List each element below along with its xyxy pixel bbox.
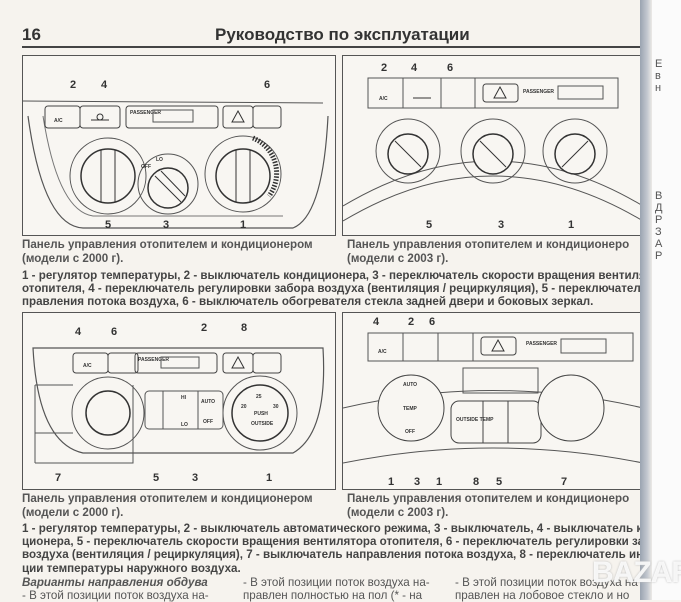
auto-button-label: AUTO bbox=[403, 382, 417, 388]
page-number: 16 bbox=[22, 25, 41, 44]
callout-7: 7 bbox=[561, 476, 567, 488]
lo-label: LO bbox=[181, 422, 188, 428]
next-page-fragment: Р bbox=[655, 214, 663, 226]
temp-label: TEMP bbox=[403, 406, 418, 412]
callout-4: 4 bbox=[373, 316, 380, 328]
callout-1: 1 bbox=[388, 476, 394, 488]
next-page-fragment: н bbox=[655, 82, 662, 94]
callout-2: 2 bbox=[381, 62, 387, 74]
callout-3: 3 bbox=[414, 476, 420, 488]
callout-8: 8 bbox=[241, 322, 247, 334]
callout-8: 8 bbox=[473, 476, 479, 488]
callout-1: 1 bbox=[568, 219, 574, 231]
push-label: PUSH bbox=[254, 411, 268, 417]
watermark: BAZAR bbox=[592, 556, 681, 589]
next-page-fragment: в bbox=[655, 70, 661, 82]
next-page-fragment: А bbox=[655, 238, 663, 250]
gauge-30: 30 bbox=[273, 404, 279, 410]
next-page-fragment: З bbox=[655, 226, 662, 238]
callout-2: 2 bbox=[201, 322, 207, 334]
next-page-fragment: Р bbox=[655, 250, 663, 262]
callout-2: 2 bbox=[408, 316, 414, 328]
off-button-label: OFF bbox=[203, 419, 213, 425]
caption-2000-climate: Панель управления отопителем и кондицион… bbox=[22, 492, 313, 519]
caption-2003-climate: Панель управления отопителем и кондицион… bbox=[347, 492, 630, 519]
callout-4: 4 bbox=[411, 62, 418, 74]
header-rule bbox=[22, 46, 652, 48]
ac-button-label: A/C bbox=[378, 349, 387, 355]
passenger-label: PASSENGER bbox=[526, 341, 557, 347]
scan-binding-edge bbox=[640, 0, 652, 600]
outside-label: OUTSIDE bbox=[251, 421, 274, 427]
fan-off-label: OFF bbox=[141, 164, 151, 170]
callout-3: 3 bbox=[498, 219, 504, 231]
legend-description: 1 - регулятор температуры, 2 - выключате… bbox=[22, 269, 640, 309]
caption-2000: Панель управления отопителем и кондицион… bbox=[22, 238, 313, 265]
callout-5: 5 bbox=[426, 219, 432, 231]
callout-3: 3 bbox=[163, 219, 169, 231]
off-button-label: OFF bbox=[405, 429, 415, 435]
callout-6: 6 bbox=[447, 62, 453, 74]
callout-6: 6 bbox=[264, 79, 270, 91]
ac-button-label: A/C bbox=[379, 96, 388, 102]
auto-button-label: AUTO bbox=[201, 399, 215, 405]
diagram-climate-panel-2000: A/C PASSENGER HI LO AUTO OFF 25 20 30 PU… bbox=[22, 312, 336, 490]
page-title: Руководство по эксплуатации bbox=[215, 25, 470, 44]
fan-lo-label: LO bbox=[156, 157, 163, 163]
diagram-climate-panel-2003: A/C PASSENGER AUTO TEMP OFF OUTSIDE TEMP… bbox=[342, 312, 644, 490]
gauge-25: 25 bbox=[256, 394, 262, 400]
outside-temp-button-label: OUTSIDE TEMP bbox=[456, 417, 494, 423]
callout-6: 6 bbox=[429, 316, 435, 328]
text-column-1: Варианты направления обдува- В этой пози… bbox=[22, 576, 209, 602]
text-column-2: - В этой позиции поток воздуха на-правле… bbox=[243, 576, 430, 602]
callout-7: 7 bbox=[55, 472, 61, 484]
next-page-fragment: Е bbox=[655, 58, 663, 70]
ac-button-label: A/C bbox=[54, 118, 63, 124]
callout-1: 1 bbox=[266, 472, 272, 484]
callout-4: 4 bbox=[75, 326, 82, 338]
callout-1b: 1 bbox=[436, 476, 442, 488]
callout-3: 3 bbox=[192, 472, 198, 484]
passenger-label: PASSENGER bbox=[130, 110, 161, 116]
ac-button-label: A/C bbox=[83, 363, 92, 369]
callout-5: 5 bbox=[105, 219, 111, 231]
diagram-heater-panel-2003: A/C PASSENGER 2 4 6 5 3 1 bbox=[342, 55, 644, 236]
callout-6: 6 bbox=[111, 326, 117, 338]
gauge-20: 20 bbox=[241, 404, 247, 410]
callout-2: 2 bbox=[70, 79, 76, 91]
callout-5: 5 bbox=[496, 476, 502, 488]
callout-5: 5 bbox=[153, 472, 159, 484]
passenger-label: PASSENGER bbox=[138, 357, 169, 363]
callout-1: 1 bbox=[240, 219, 246, 231]
callout-4: 4 bbox=[101, 79, 108, 91]
next-page-fragment: В bbox=[655, 190, 663, 202]
legend-description-climate: 1 - регулятор температуры, 2 - выключате… bbox=[22, 522, 640, 575]
passenger-label: PASSENGER bbox=[523, 89, 554, 95]
hi-label: HI bbox=[181, 395, 187, 401]
next-page-fragment: Д bbox=[655, 202, 663, 214]
caption-2003: Панель управления отопителем и кондицион… bbox=[347, 238, 630, 265]
next-page-edge bbox=[652, 0, 681, 600]
diagram-heater-panel-2000: A/C PASSENGER LO OFF 2 4 6 5 3 1 bbox=[22, 55, 336, 236]
